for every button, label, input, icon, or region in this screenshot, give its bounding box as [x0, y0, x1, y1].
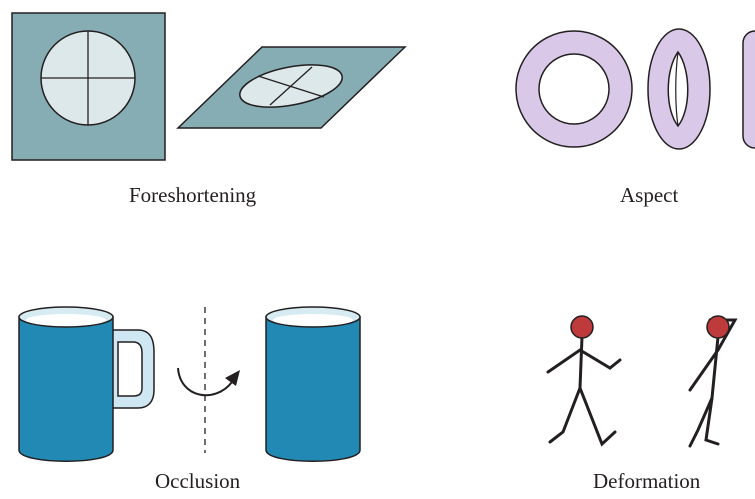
torus-front-view: [515, 30, 633, 148]
occlusion-figure: [18, 306, 361, 462]
head: [706, 315, 730, 339]
deformation-caption: Deformation: [593, 469, 701, 493]
foreshortening-caption: Foreshortening: [129, 183, 257, 207]
foreshortening-figure: [11, 12, 407, 161]
aspect-caption: Aspect: [620, 183, 679, 207]
aspect-figure: [515, 28, 755, 150]
stick-figure-walking: [546, 335, 622, 447]
mug-handle: [109, 329, 155, 409]
rotation-arrow-icon: [177, 367, 233, 397]
occlusion-caption: Occlusion: [155, 469, 241, 493]
head: [570, 315, 594, 339]
deformation-figure: [546, 315, 738, 448]
torus-edge-view: [742, 30, 755, 149]
stick-figure-waving: [688, 318, 738, 448]
mug-handle-occluded: [265, 316, 361, 462]
mug-with-handle: [18, 316, 114, 462]
